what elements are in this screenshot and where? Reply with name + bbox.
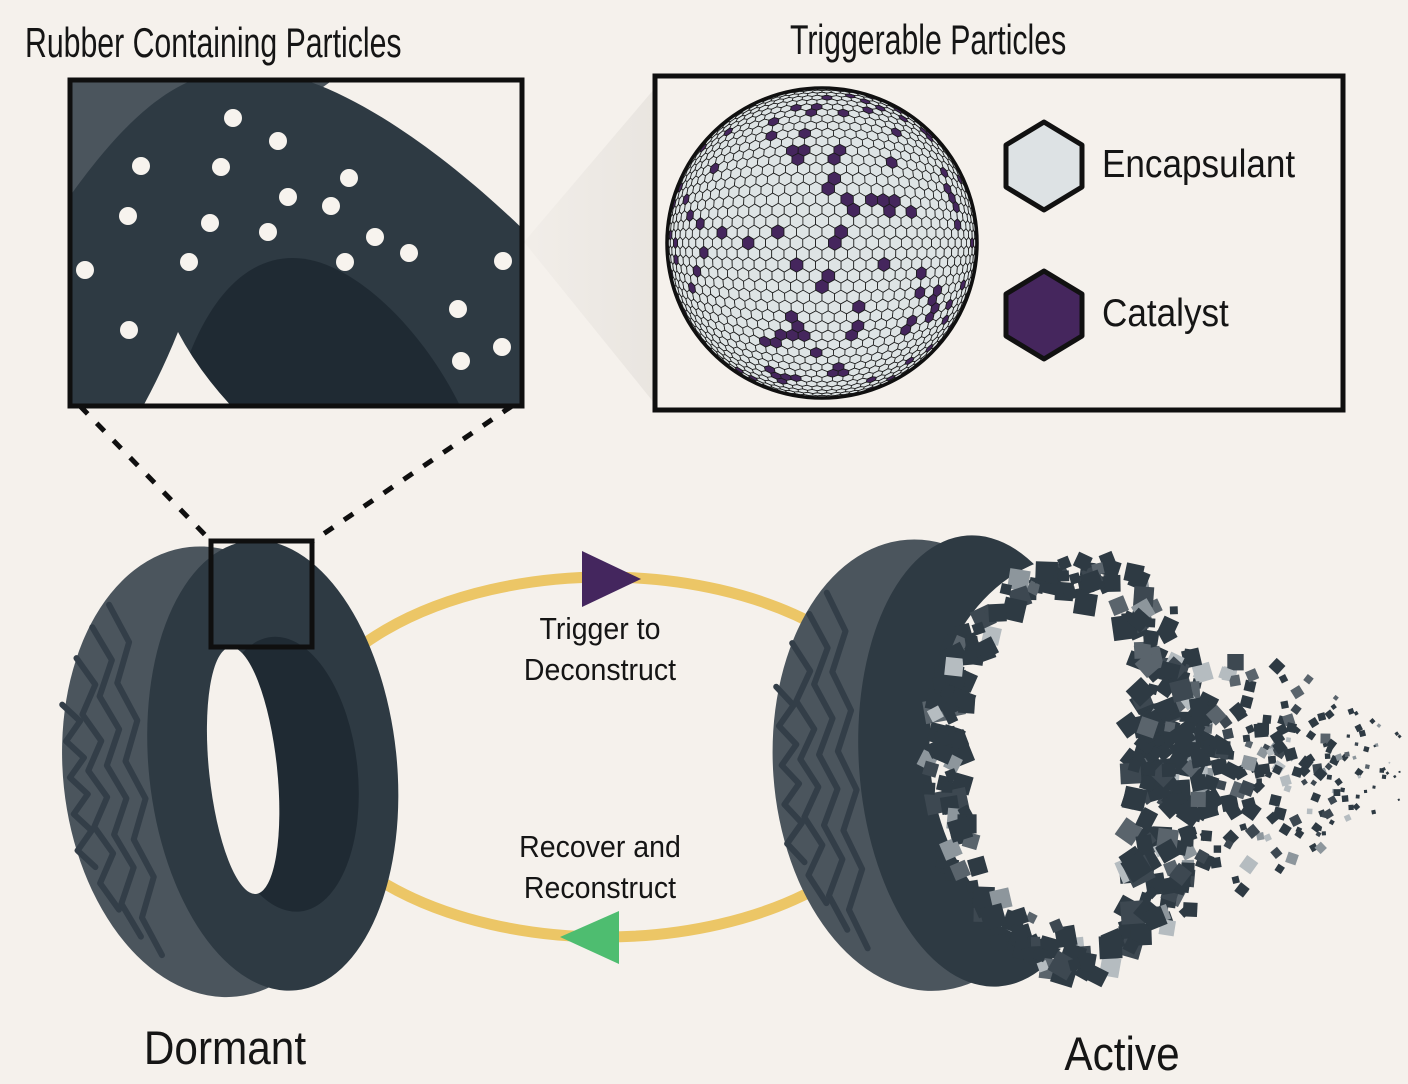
legend-label-encapsulant: Encapsulant xyxy=(1102,143,1296,186)
deconstruct-label-line2: Deconstruct xyxy=(523,652,677,687)
deconstruct-arrow-icon xyxy=(582,551,641,607)
encapsulant-hexagon-icon xyxy=(1003,119,1085,213)
legend-label-catalyst: Catalyst xyxy=(1102,292,1229,335)
rubber-closeup-panel xyxy=(67,77,525,409)
particle-sphere xyxy=(665,86,979,400)
reconstruct-arrow-icon xyxy=(560,911,619,964)
magnify-beam xyxy=(524,88,655,404)
deconstruct-label-line1: Trigger to xyxy=(539,611,661,646)
reconstruct-label: Recover and Reconstruct xyxy=(462,826,738,908)
cycle-arrows xyxy=(560,551,641,964)
reconstruct-label-line2: Reconstruct xyxy=(523,870,677,905)
dormant-state-label: Dormant xyxy=(143,1021,307,1074)
catalyst-hexagon-icon xyxy=(1003,268,1085,362)
rubber-panel-title: Rubber Containing Particles xyxy=(25,19,402,66)
triggerable-panel-title: Triggerable Particles xyxy=(790,16,1067,63)
reconstruct-label-line1: Recover and xyxy=(519,829,681,864)
zoom-callout xyxy=(78,403,514,650)
deconstruct-label: Trigger to Deconstruct xyxy=(462,608,738,690)
active-state-label: Active xyxy=(1064,1027,1180,1080)
debris-particles xyxy=(916,550,1402,988)
dormant-tire xyxy=(59,540,399,998)
triggerable-particles-panel xyxy=(652,73,1346,413)
